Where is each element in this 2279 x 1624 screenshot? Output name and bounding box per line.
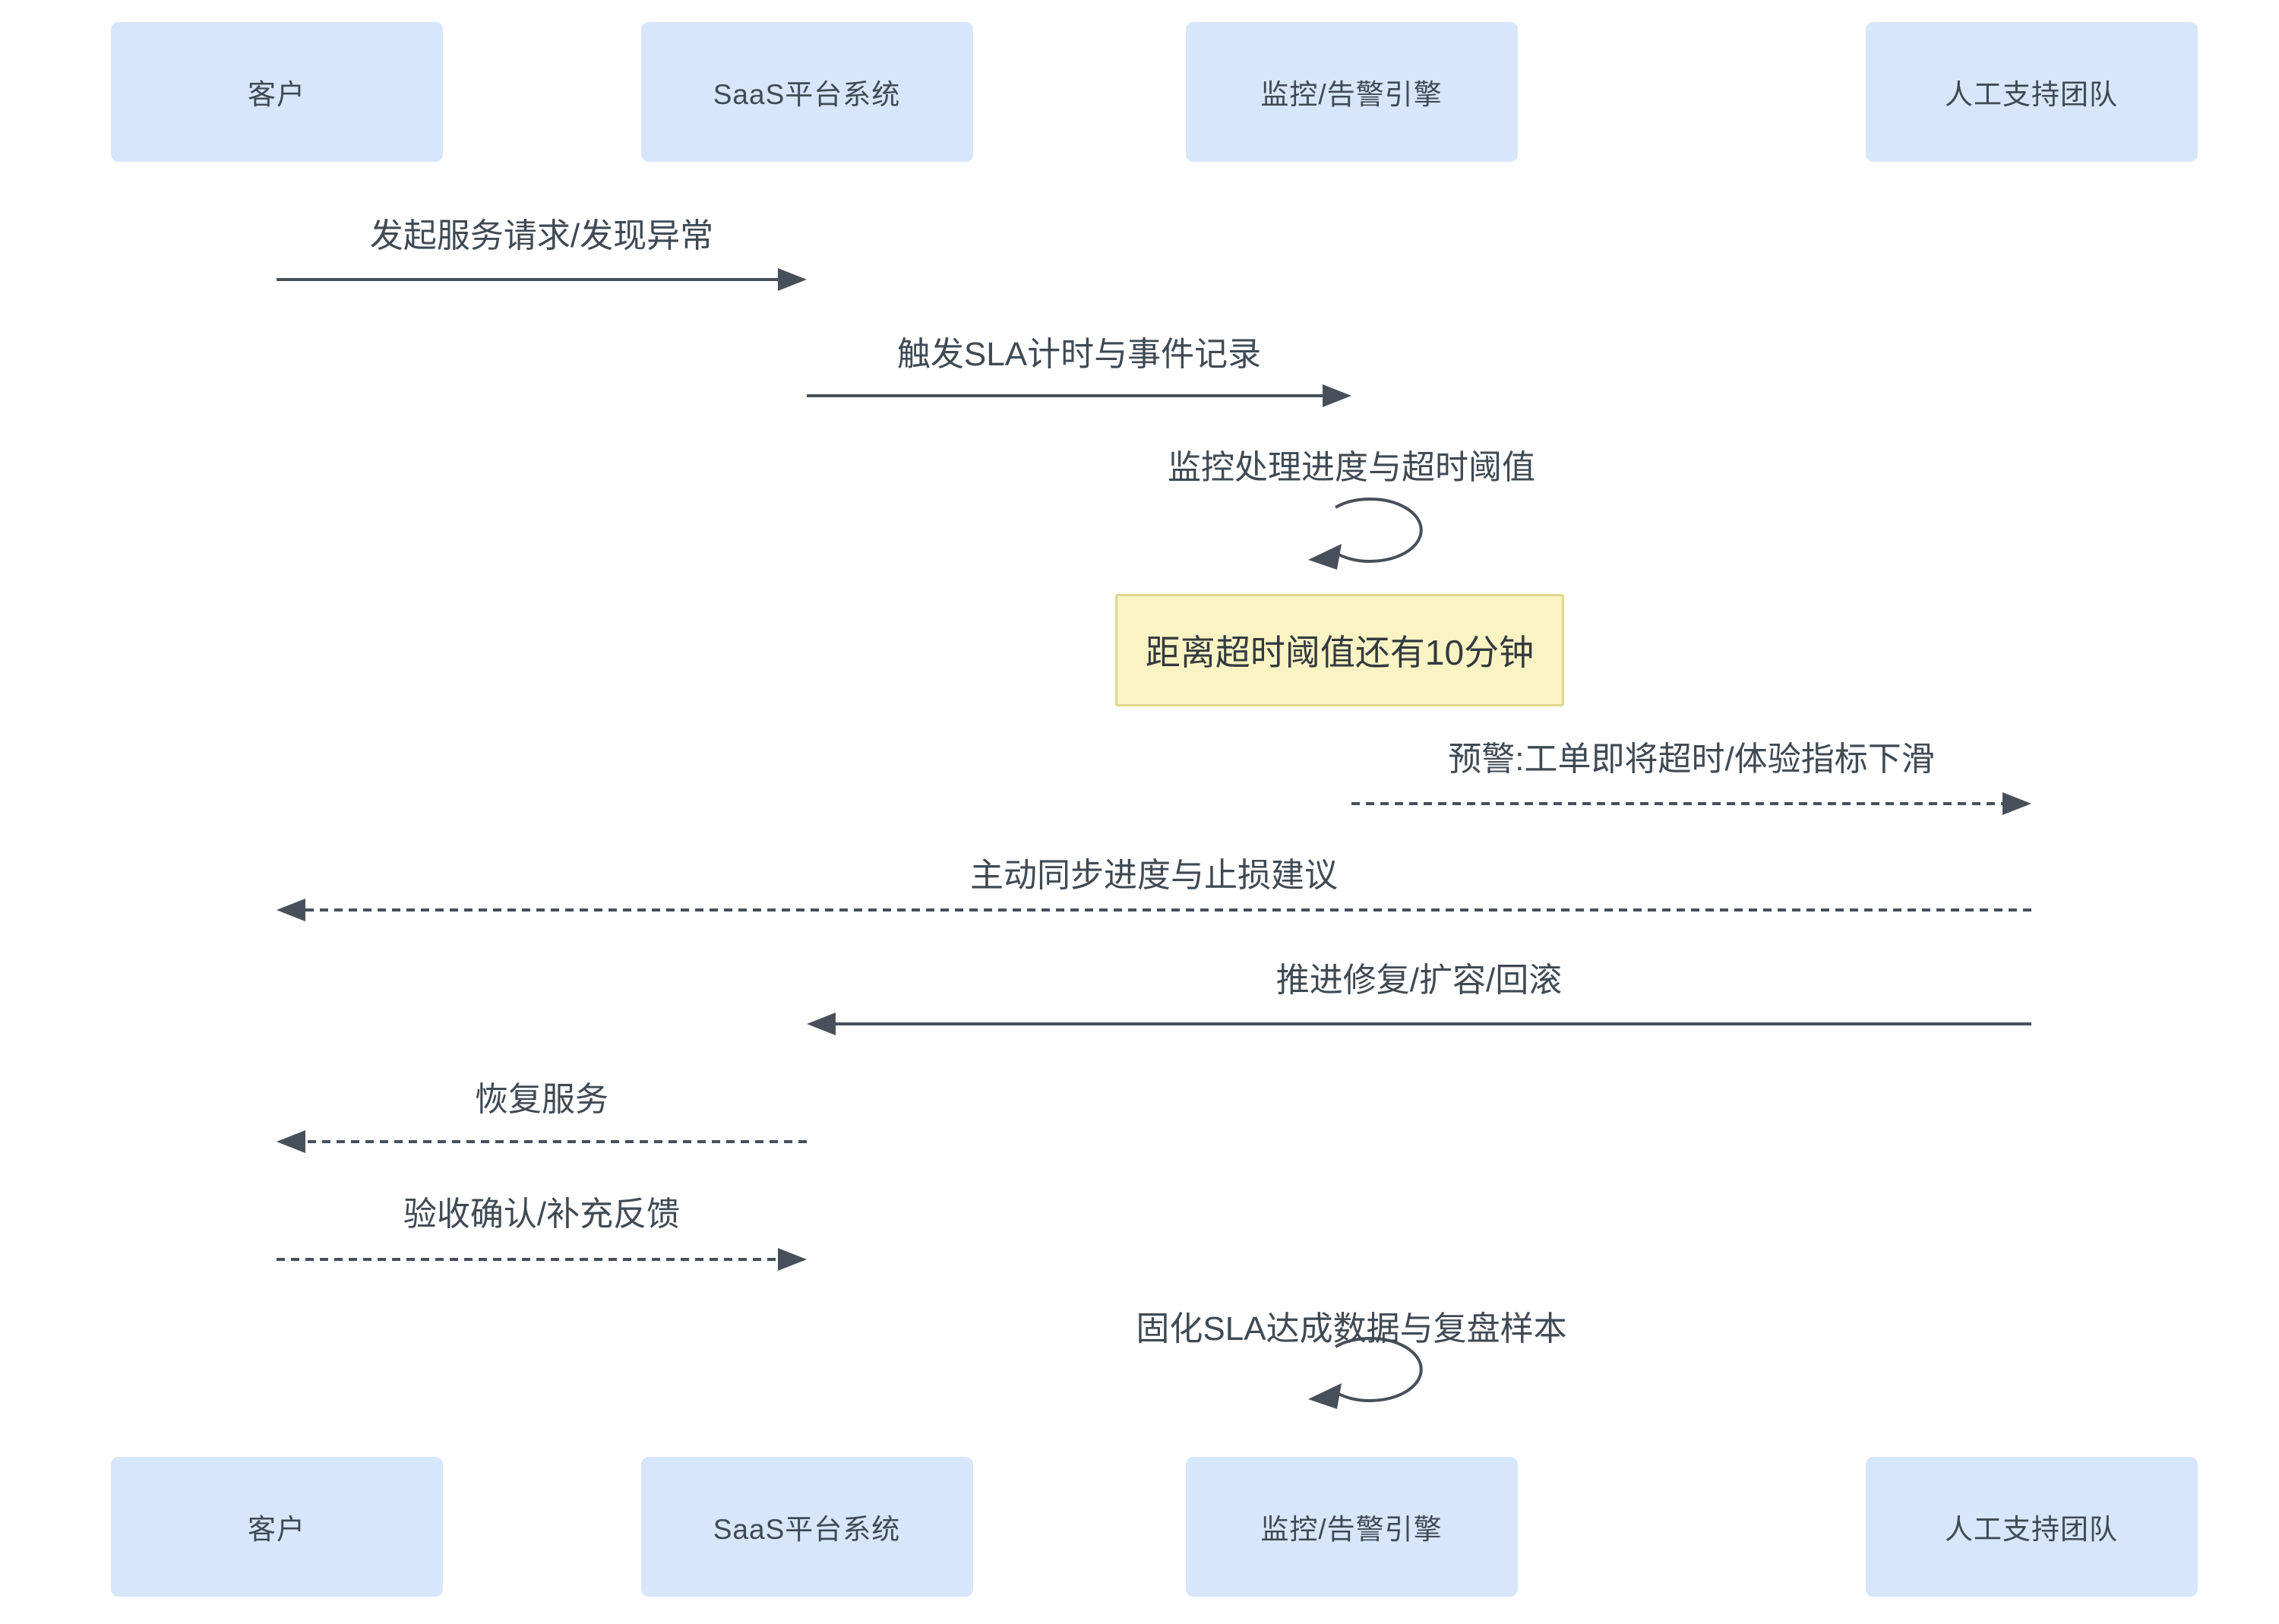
actor-bottom-customer: 客户 — [110, 1457, 443, 1597]
self-loop-arc-9 — [1335, 1336, 1423, 1402]
message-label-7: 恢复服务 — [475, 1081, 608, 1118]
message-label-1: 触发SLA计时与事件记录 — [896, 336, 1262, 373]
message-label-4: 预警:工单即将超时/体验指标下滑 — [1448, 741, 1935, 778]
self-message-label-9: 固化SLA达成数据与复盘样本 — [1136, 1310, 1567, 1348]
message-label-5: 主动同步进度与止损建议 — [970, 857, 1338, 894]
note-sla-countdown: 距离超时阈值还有10分钟 — [1115, 594, 1564, 706]
message-arrowhead-0 — [778, 268, 807, 291]
message-arrowhead-7 — [277, 1130, 305, 1153]
self-loop-arc-2 — [1335, 497, 1423, 563]
message-arrowhead-1 — [1323, 384, 1351, 407]
message-label-0: 发起服务请求/发现异常 — [369, 217, 714, 254]
message-arrowhead-4 — [2002, 792, 2031, 815]
self-message-label-2: 监控处理进度与超时阈值 — [1168, 449, 1535, 486]
actor-top-saas: SaaS平台系统 — [640, 22, 973, 162]
message-label-6: 推进修复/扩容/回滚 — [1275, 962, 1563, 999]
self-loop-arrowhead-2 — [1308, 544, 1342, 570]
message-arrowhead-6 — [807, 1013, 836, 1035]
actor-bottom-monitor: 监控/告警引擎 — [1185, 1457, 1518, 1597]
message-arrowhead-8 — [778, 1248, 807, 1271]
actor-top-support: 人工支持团队 — [1865, 22, 2198, 162]
actor-top-customer: 客户 — [110, 22, 443, 162]
actor-bottom-support: 人工支持团队 — [1865, 1457, 2198, 1597]
message-arrowhead-5 — [277, 899, 305, 921]
message-label-8: 验收确认/补充反馈 — [403, 1196, 681, 1233]
self-loop-arrowhead-9 — [1308, 1383, 1342, 1409]
actor-bottom-saas: SaaS平台系统 — [640, 1457, 973, 1597]
actor-top-monitor: 监控/告警引擎 — [1185, 22, 1518, 162]
